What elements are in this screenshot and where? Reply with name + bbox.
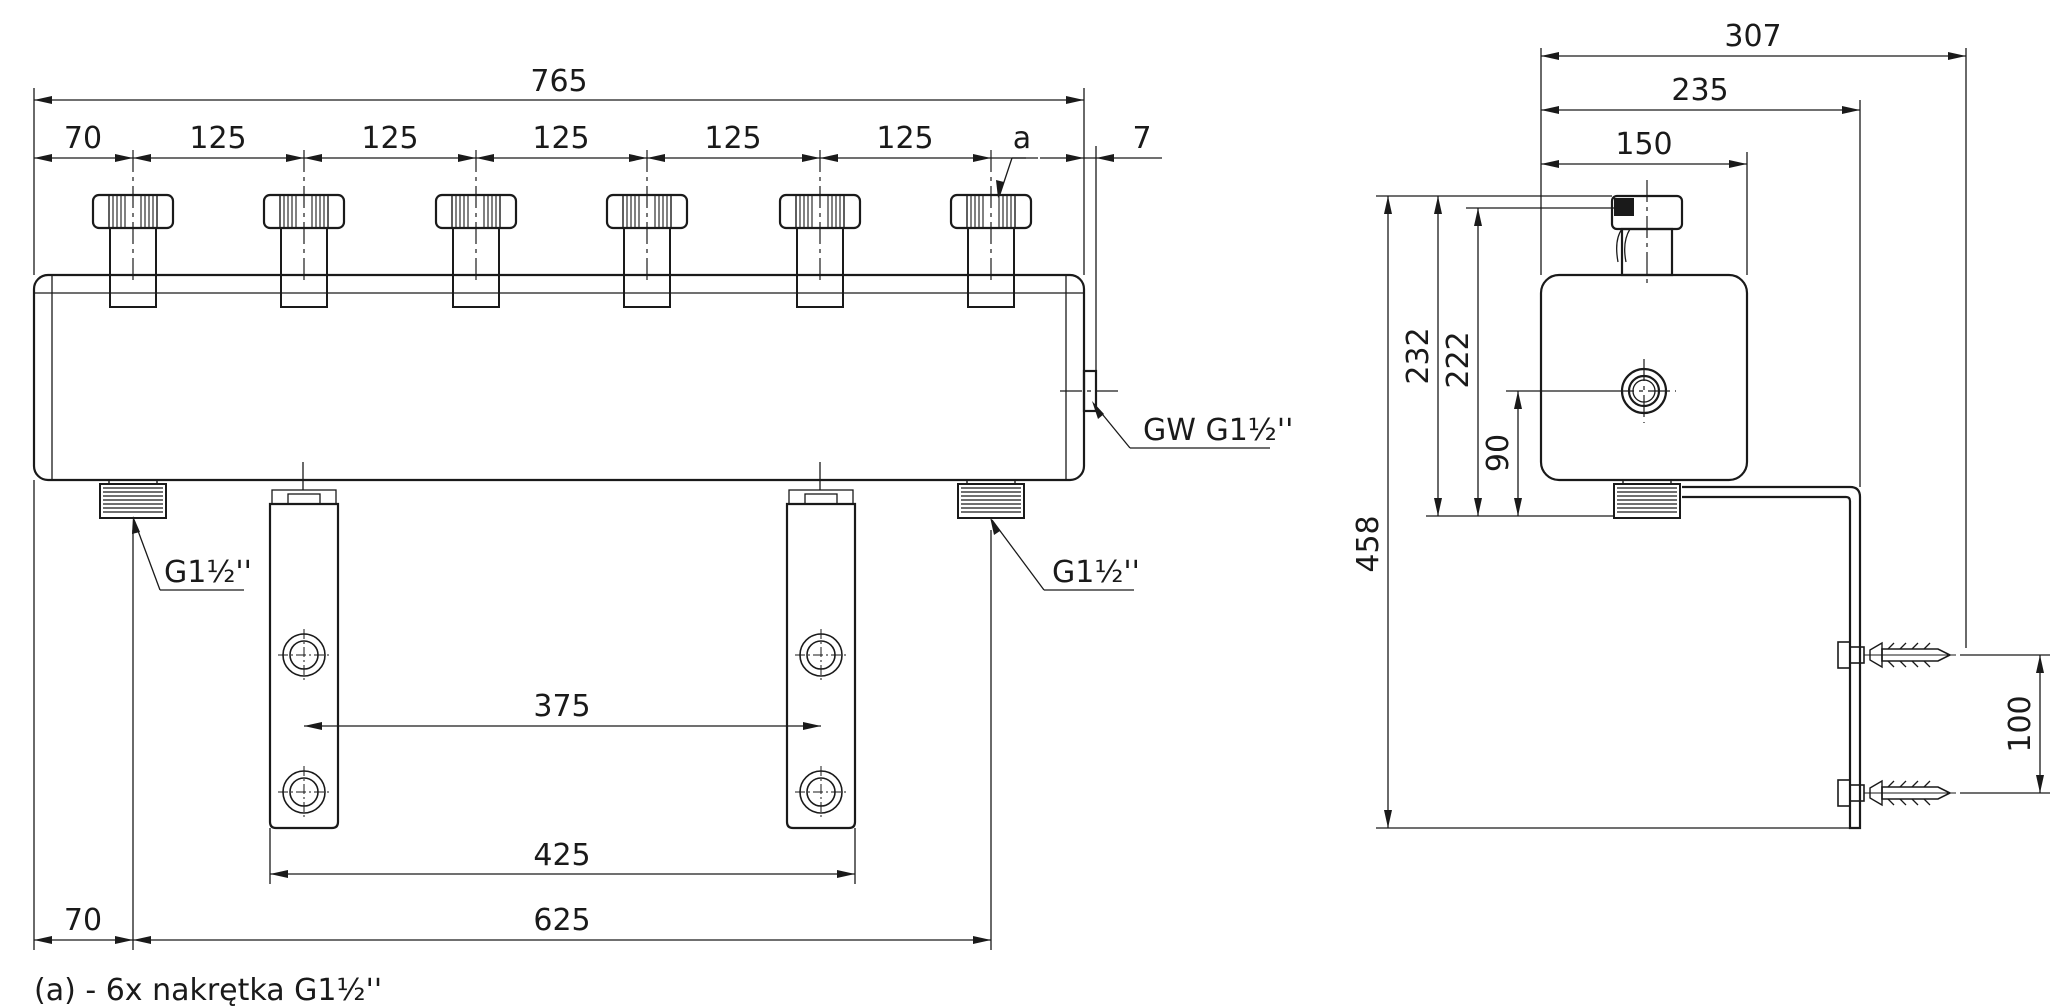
- dim-spacing-1: 125: [189, 121, 246, 156]
- side-port-face: [1612, 359, 1676, 423]
- dim-height-to-nut: 232: [1401, 327, 1436, 384]
- dim-spacing-4: 125: [704, 121, 761, 156]
- footnote: (a) - 6x nakrętka G1½'': [34, 973, 382, 1006]
- dim-depth-to-wall: 307: [1724, 19, 1781, 54]
- dim-spacing-3: 125: [532, 121, 589, 156]
- side-port-label: GW G1½'': [1143, 413, 1293, 448]
- dim-bracket-outer-width: 425: [533, 838, 590, 873]
- anchor-lower: [1837, 779, 1957, 807]
- bottom-port-right: [957, 479, 1025, 519]
- bottom-left-port-label: G1½'': [164, 555, 252, 590]
- dim-bottom-port-spacing: 625: [533, 903, 590, 938]
- dim-anchor-spacing: 100: [2003, 695, 2038, 752]
- dim-right-offset: 7: [1132, 121, 1151, 156]
- side-view: 307 235 150 458 232 222: [1351, 19, 2050, 830]
- bottom-right-port-label: G1½'': [1052, 555, 1140, 590]
- dim-spacing-2: 125: [361, 121, 418, 156]
- dim-overall-length: 765: [530, 64, 587, 99]
- dim-body-depth: 150: [1615, 127, 1672, 162]
- dim-spacing-5: 125: [876, 121, 933, 156]
- dim-left-offset-bottom: 70: [64, 903, 102, 938]
- anchor-upper: [1837, 641, 1957, 669]
- nut-marker-label: a: [1013, 121, 1031, 156]
- side-bottom-port: [1613, 479, 1681, 519]
- bracket-left: [268, 462, 340, 830]
- bottom-port-left: [99, 479, 167, 519]
- dim-height-to-body-top: 222: [1441, 331, 1476, 388]
- dim-left-offset-top: 70: [64, 121, 102, 156]
- bracket-right: [785, 462, 857, 830]
- side-nut: [1610, 180, 1684, 285]
- dim-total-height: 458: [1351, 515, 1386, 572]
- dim-height-to-side-port: 90: [1481, 434, 1516, 472]
- dim-depth-to-bracket: 235: [1671, 73, 1728, 108]
- front-view: 765 70 125 125 125 125 125 a 7: [32, 64, 1293, 950]
- side-bracket: [1682, 485, 1862, 830]
- dim-bracket-hole-spacing: 375: [533, 689, 590, 724]
- manifold-body: [32, 273, 1086, 482]
